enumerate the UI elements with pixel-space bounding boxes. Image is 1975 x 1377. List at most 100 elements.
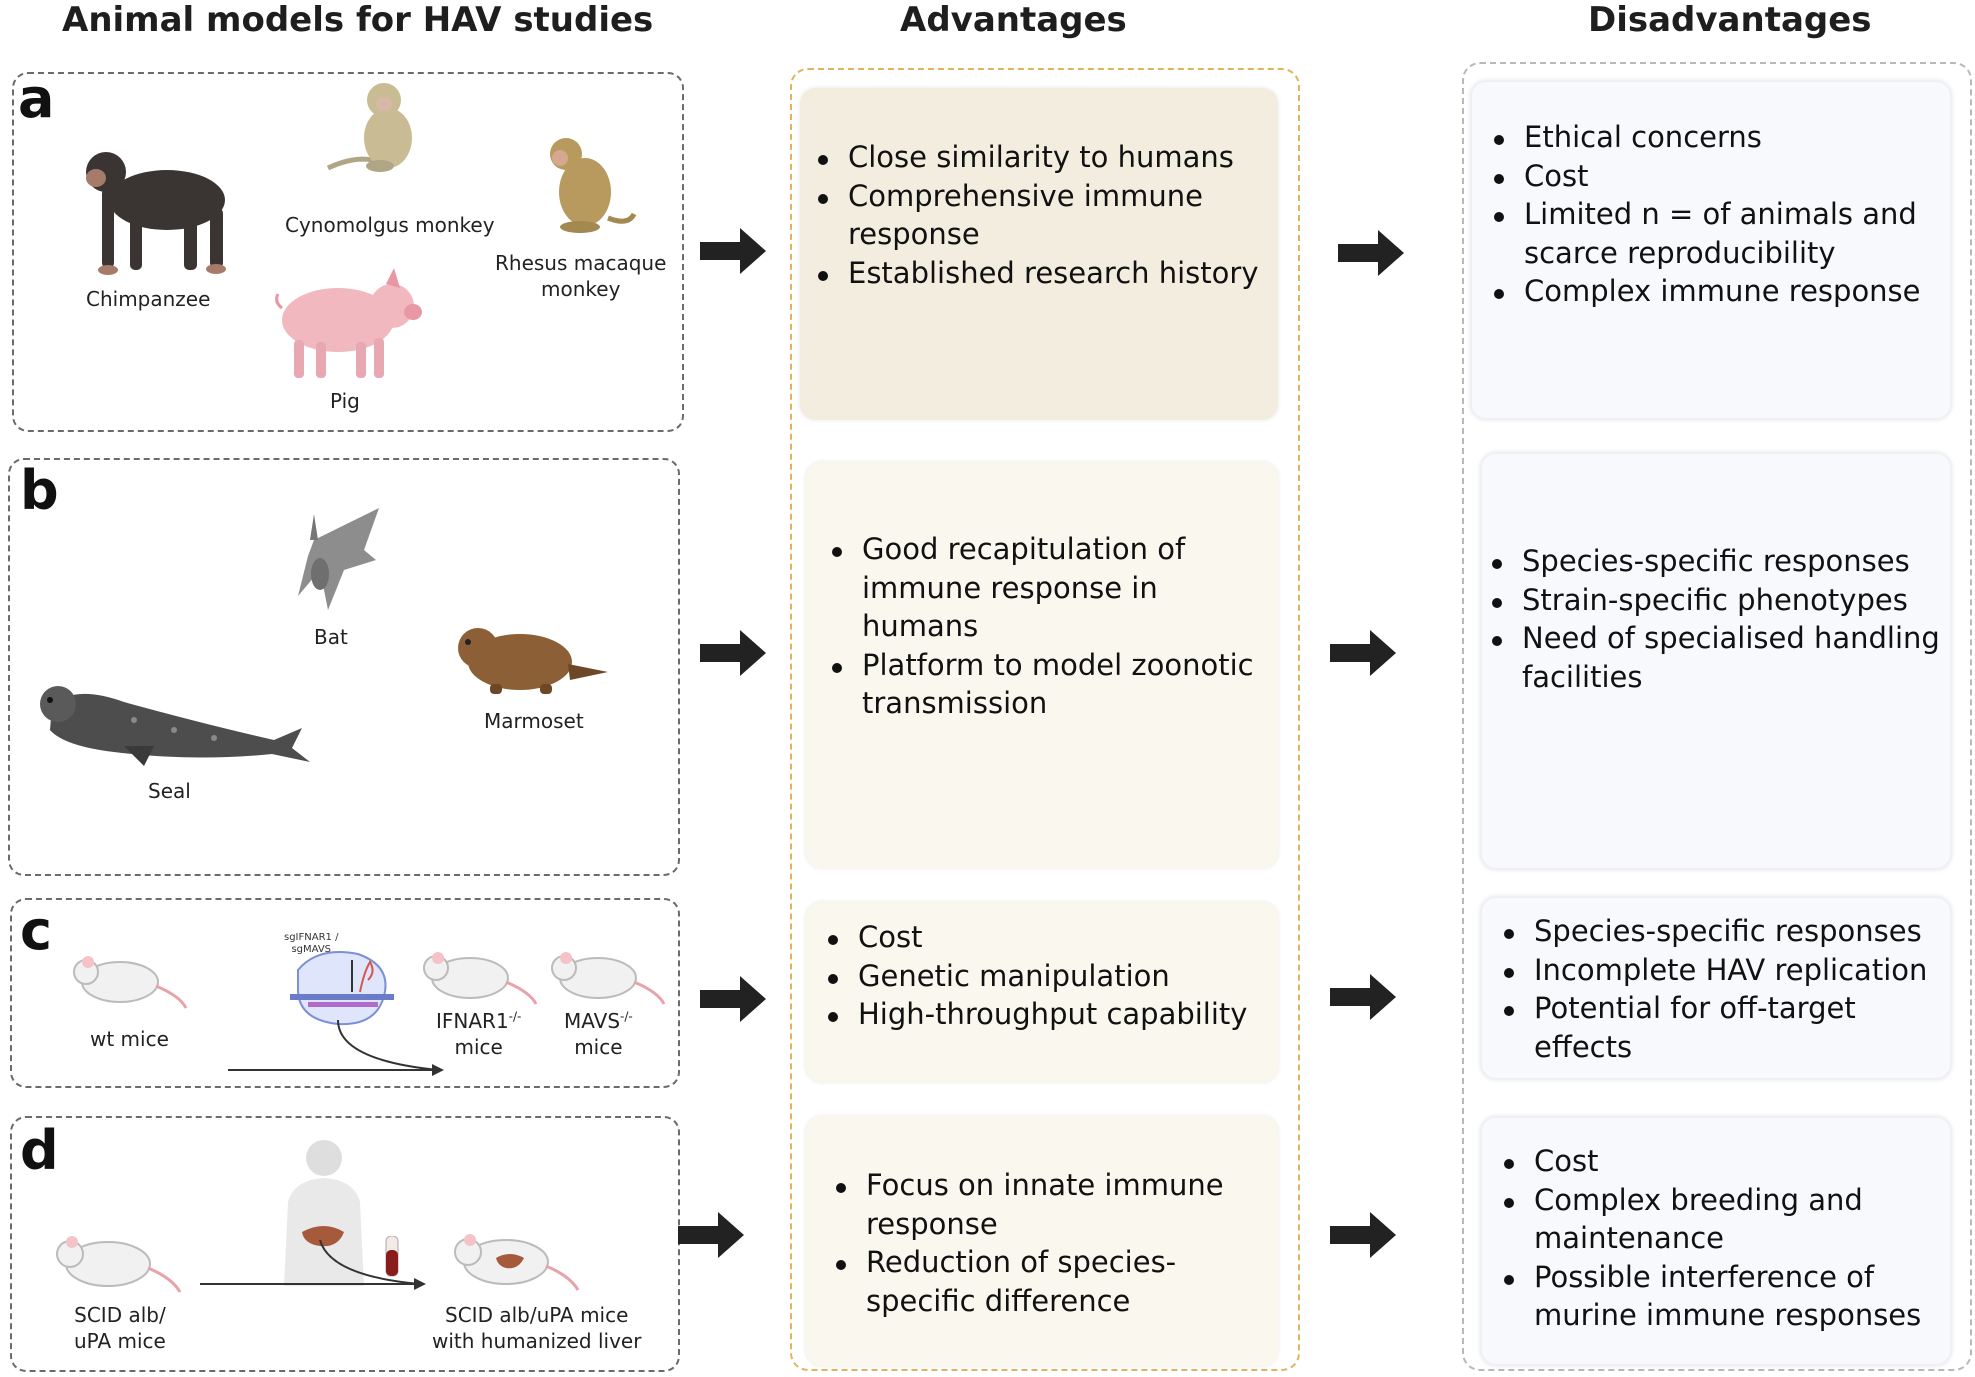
sg-label: sgIFNAR1 / sgMAVS	[284, 932, 338, 956]
disadvantage-item: Complex immune response	[1494, 272, 1940, 311]
arrow-right-icon	[1330, 974, 1396, 1020]
advantages-list-a: Close similarity to humans Comprehensive…	[808, 138, 1278, 292]
rhesus-macaque-label: Rhesus macaque monkey	[495, 250, 666, 302]
cynomolgus-monkey-label: Cynomolgus monkey	[285, 213, 495, 237]
humanized-mice-label: SCID alb/uPA mice with humanized liver	[432, 1302, 641, 1354]
disadvantage-item: Strain-specific phenotypes	[1492, 581, 1950, 620]
advantages-box-c: Cost Genetic manipulation High-throughpu…	[806, 902, 1278, 1082]
disadvantages-box-b: Species-specific responses Strain-specif…	[1480, 452, 1952, 870]
panel-d-letter: d	[20, 1119, 59, 1182]
ifnar1-label-sup: -/-	[508, 1009, 522, 1024]
bat-icon	[298, 508, 379, 610]
mavs-mice-label: MAVS-/- mice	[564, 1008, 633, 1060]
disadvantages-list-a: Ethical concerns Cost Limited n = of ani…	[1484, 118, 1950, 311]
crispr-construct-icon	[290, 951, 394, 1026]
seal-label: Seal	[148, 779, 191, 803]
arrow-right-icon	[700, 630, 766, 676]
advantage-item: Reduction of species-specific difference	[836, 1243, 1278, 1320]
advantage-item: Comprehensive immune response	[818, 177, 1278, 254]
scid-mice-label: SCID alb/ uPA mice	[74, 1302, 166, 1354]
arrow-right-icon	[678, 1212, 744, 1258]
disadvantage-item: Limited n = of animals and scarce reprod…	[1494, 195, 1940, 272]
humanized-mouse-icon	[454, 1234, 580, 1291]
disadvantage-item: Species-specific responses	[1492, 542, 1950, 581]
advantage-item: Platform to model zoonotic transmission	[832, 646, 1278, 723]
disadvantage-item: Complex breeding and maintenance	[1504, 1181, 1950, 1258]
wt-mouse-icon	[73, 956, 188, 1009]
ifnar1-mouse-icon	[423, 952, 538, 1005]
advantage-item: Good recapitulation of immune response i…	[832, 530, 1278, 646]
ifnar1-mice-label: IFNAR1-/- mice	[436, 1008, 521, 1060]
arrow-right-icon	[700, 228, 766, 274]
disadvantage-item: Possible interference of murine immune r…	[1504, 1258, 1950, 1335]
humanized-label-line1: SCID alb/uPA mice	[445, 1303, 629, 1327]
mavs-label-base: MAVS	[564, 1009, 621, 1033]
panel-a	[12, 72, 684, 432]
disadvantages-list-b: Species-specific responses Strain-specif…	[1482, 542, 1950, 696]
advantage-item: Established research history	[818, 254, 1278, 293]
advantages-box-a: Close similarity to humans Comprehensive…	[800, 88, 1278, 420]
disadvantages-box-c: Species-specific responses Incomplete HA…	[1480, 896, 1952, 1080]
pig-icon	[275, 268, 422, 378]
human-donor-icon	[284, 1140, 364, 1286]
bat-label: Bat	[314, 625, 348, 649]
advantages-list-d: Focus on innate immune response Reductio…	[826, 1166, 1278, 1320]
scid-label-line1: SCID alb/	[74, 1303, 166, 1327]
advantage-item: Genetic manipulation	[828, 957, 1278, 996]
disadvantage-item: Species-specific responses	[1504, 912, 1950, 951]
pig-label: Pig	[330, 389, 360, 413]
advantage-item: Close similarity to humans	[818, 138, 1278, 177]
mavs-label-mice: mice	[574, 1035, 623, 1059]
panel-b	[8, 458, 680, 876]
disadvantage-item: Potential for off-target effects	[1504, 989, 1950, 1066]
ifnar1-label-mice: mice	[454, 1035, 503, 1059]
blood-tube-icon	[385, 1236, 399, 1277]
ifnar1-label-base: IFNAR1	[436, 1009, 509, 1033]
rhesus-macaque-icon	[550, 138, 637, 233]
sg-label-line1: sgIFNAR1 /	[284, 932, 339, 943]
panel-c	[10, 898, 680, 1088]
disadvantages-box-a: Ethical concerns Cost Limited n = of ani…	[1470, 80, 1952, 420]
disadvantages-list-d: Cost Complex breeding and maintenance Po…	[1494, 1142, 1950, 1335]
chimpanzee-icon	[86, 152, 226, 275]
advantages-list-b: Good recapitulation of immune response i…	[822, 530, 1278, 723]
transplant-arrow-icon	[200, 1240, 426, 1290]
cynomolgus-monkey-icon	[326, 83, 412, 172]
disadvantage-item: Need of specialised handling facilities	[1492, 619, 1950, 696]
arrow-right-icon	[700, 976, 766, 1022]
disadvantage-item: Cost	[1494, 157, 1940, 196]
arrow-right-icon	[1330, 1212, 1396, 1258]
panel-b-letter: b	[20, 459, 59, 522]
scid-label-line2: uPA mice	[74, 1329, 166, 1353]
wt-mice-label: wt mice	[90, 1027, 169, 1051]
disadvantage-item: Incomplete HAV replication	[1504, 951, 1950, 990]
sg-label-line2: sgMAVS	[291, 944, 332, 955]
chimpanzee-label: Chimpanzee	[86, 287, 211, 311]
marmoset-icon	[458, 628, 608, 694]
advantages-box-b: Good recapitulation of immune response i…	[806, 462, 1278, 868]
panel-c-letter: c	[20, 899, 53, 962]
disadvantage-item: Ethical concerns	[1494, 118, 1940, 157]
panel-a-letter: a	[18, 67, 55, 130]
advantages-header: Advantages	[900, 0, 1127, 40]
arrow-right-icon	[1330, 630, 1396, 676]
disadvantages-column	[1462, 62, 1972, 1371]
models-header: Animal models for HAV studies	[62, 0, 654, 40]
advantages-column	[790, 68, 1300, 1371]
disadvantages-box-d: Cost Complex breeding and maintenance Po…	[1480, 1116, 1952, 1366]
advantage-item: Focus on innate immune response	[836, 1166, 1278, 1243]
advantages-list-c: Cost Genetic manipulation High-throughpu…	[818, 918, 1278, 1034]
disadvantages-header: Disadvantages	[1588, 0, 1872, 40]
rhesus-label-line2: monkey	[541, 277, 621, 301]
disadvantages-list-c: Species-specific responses Incomplete HA…	[1494, 912, 1950, 1066]
mavs-mouse-icon	[551, 952, 666, 1005]
arrow-right-icon	[1338, 230, 1404, 276]
rhesus-label-line1: Rhesus macaque	[495, 251, 667, 275]
crispr-arrow-icon	[228, 1020, 444, 1076]
disadvantage-item: Cost	[1504, 1142, 1950, 1181]
seal-icon	[40, 686, 310, 766]
humanized-label-line2: with humanized liver	[432, 1329, 642, 1353]
scid-mouse-icon	[56, 1236, 182, 1293]
advantage-item: Cost	[828, 918, 1278, 957]
marmoset-label: Marmoset	[484, 709, 584, 733]
